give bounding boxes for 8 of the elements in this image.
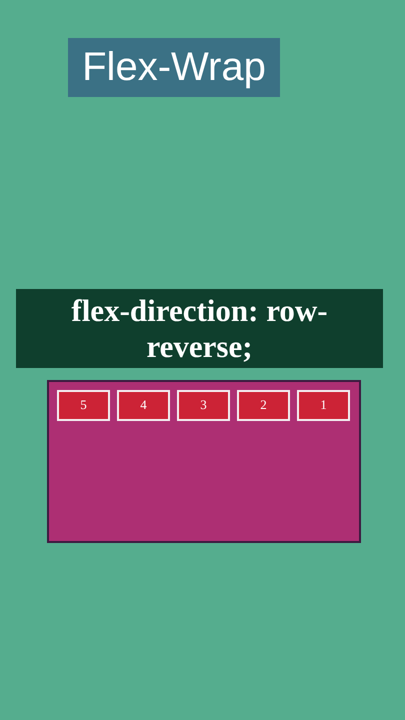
flex-item: 5	[57, 390, 110, 421]
flex-item: 4	[117, 390, 170, 421]
title-banner: Flex-Wrap	[68, 38, 280, 97]
heading-band: flex-direction: row-reverse;	[16, 289, 383, 368]
flex-item: 1	[297, 390, 350, 421]
flex-item: 3	[177, 390, 230, 421]
flex-container	[47, 380, 361, 543]
flex-item: 2	[237, 390, 290, 421]
